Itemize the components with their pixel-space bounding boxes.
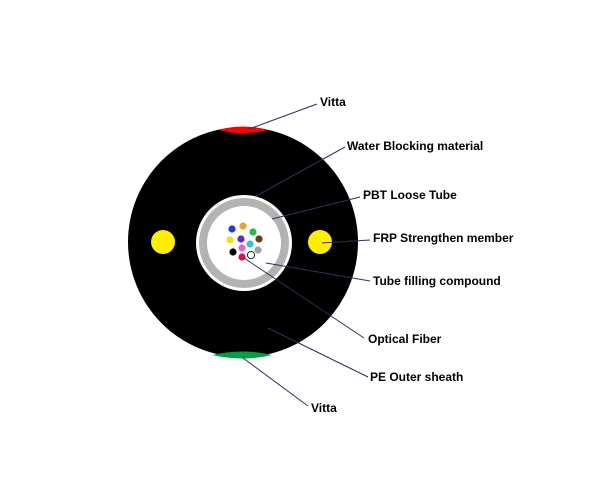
optical-fiber-11 — [238, 253, 246, 261]
tube-filling-compound — [207, 206, 281, 280]
leader-line-pe-sheath — [267, 327, 369, 378]
optical-fiber-5 — [237, 235, 245, 243]
optical-fiber-12 — [246, 250, 255, 259]
label-water-blocking-material: Water Blocking material — [347, 139, 483, 153]
optical-fiber-4 — [226, 236, 234, 244]
vitta-top-stripe — [218, 126, 268, 133]
frp-strength-member-left — [151, 230, 175, 254]
label-vitta-bottom: Vitta — [311, 401, 337, 415]
optical-fiber-1 — [228, 225, 236, 233]
label-tube-filling-compound: Tube filling compound — [373, 274, 501, 288]
label-pbt-loose-tube: PBT Loose Tube — [363, 188, 457, 202]
optical-fiber-7 — [255, 235, 263, 243]
optical-fiber-9 — [238, 244, 246, 252]
label-frp-strengthen-member: FRP Strengthen member — [373, 231, 514, 245]
leader-line-frp — [321, 239, 371, 244]
leader-line-tube-filling — [265, 262, 371, 282]
frp-strength-member-right — [308, 230, 332, 254]
label-pe-outer-sheath: PE Outer sheath — [370, 370, 463, 384]
leader-line-pbt-tube — [271, 196, 361, 220]
vitta-bottom-stripe — [212, 351, 272, 359]
optical-fiber-bundle — [226, 222, 263, 261]
optical-fiber-10 — [254, 246, 262, 254]
optical-fiber-2 — [239, 222, 247, 230]
label-optical-fiber: Optical Fiber — [368, 332, 442, 346]
optical-fiber-6 — [246, 240, 254, 248]
label-vitta-top: Vitta — [320, 95, 346, 109]
leader-line-water-blocking — [255, 146, 346, 197]
leader-line-vitta-bottom — [242, 357, 309, 407]
optical-fiber-8 — [229, 248, 237, 256]
leader-line-vitta-top — [248, 103, 318, 130]
leader-line-optical-fiber — [243, 257, 365, 339]
optical-fiber-3 — [249, 228, 257, 236]
